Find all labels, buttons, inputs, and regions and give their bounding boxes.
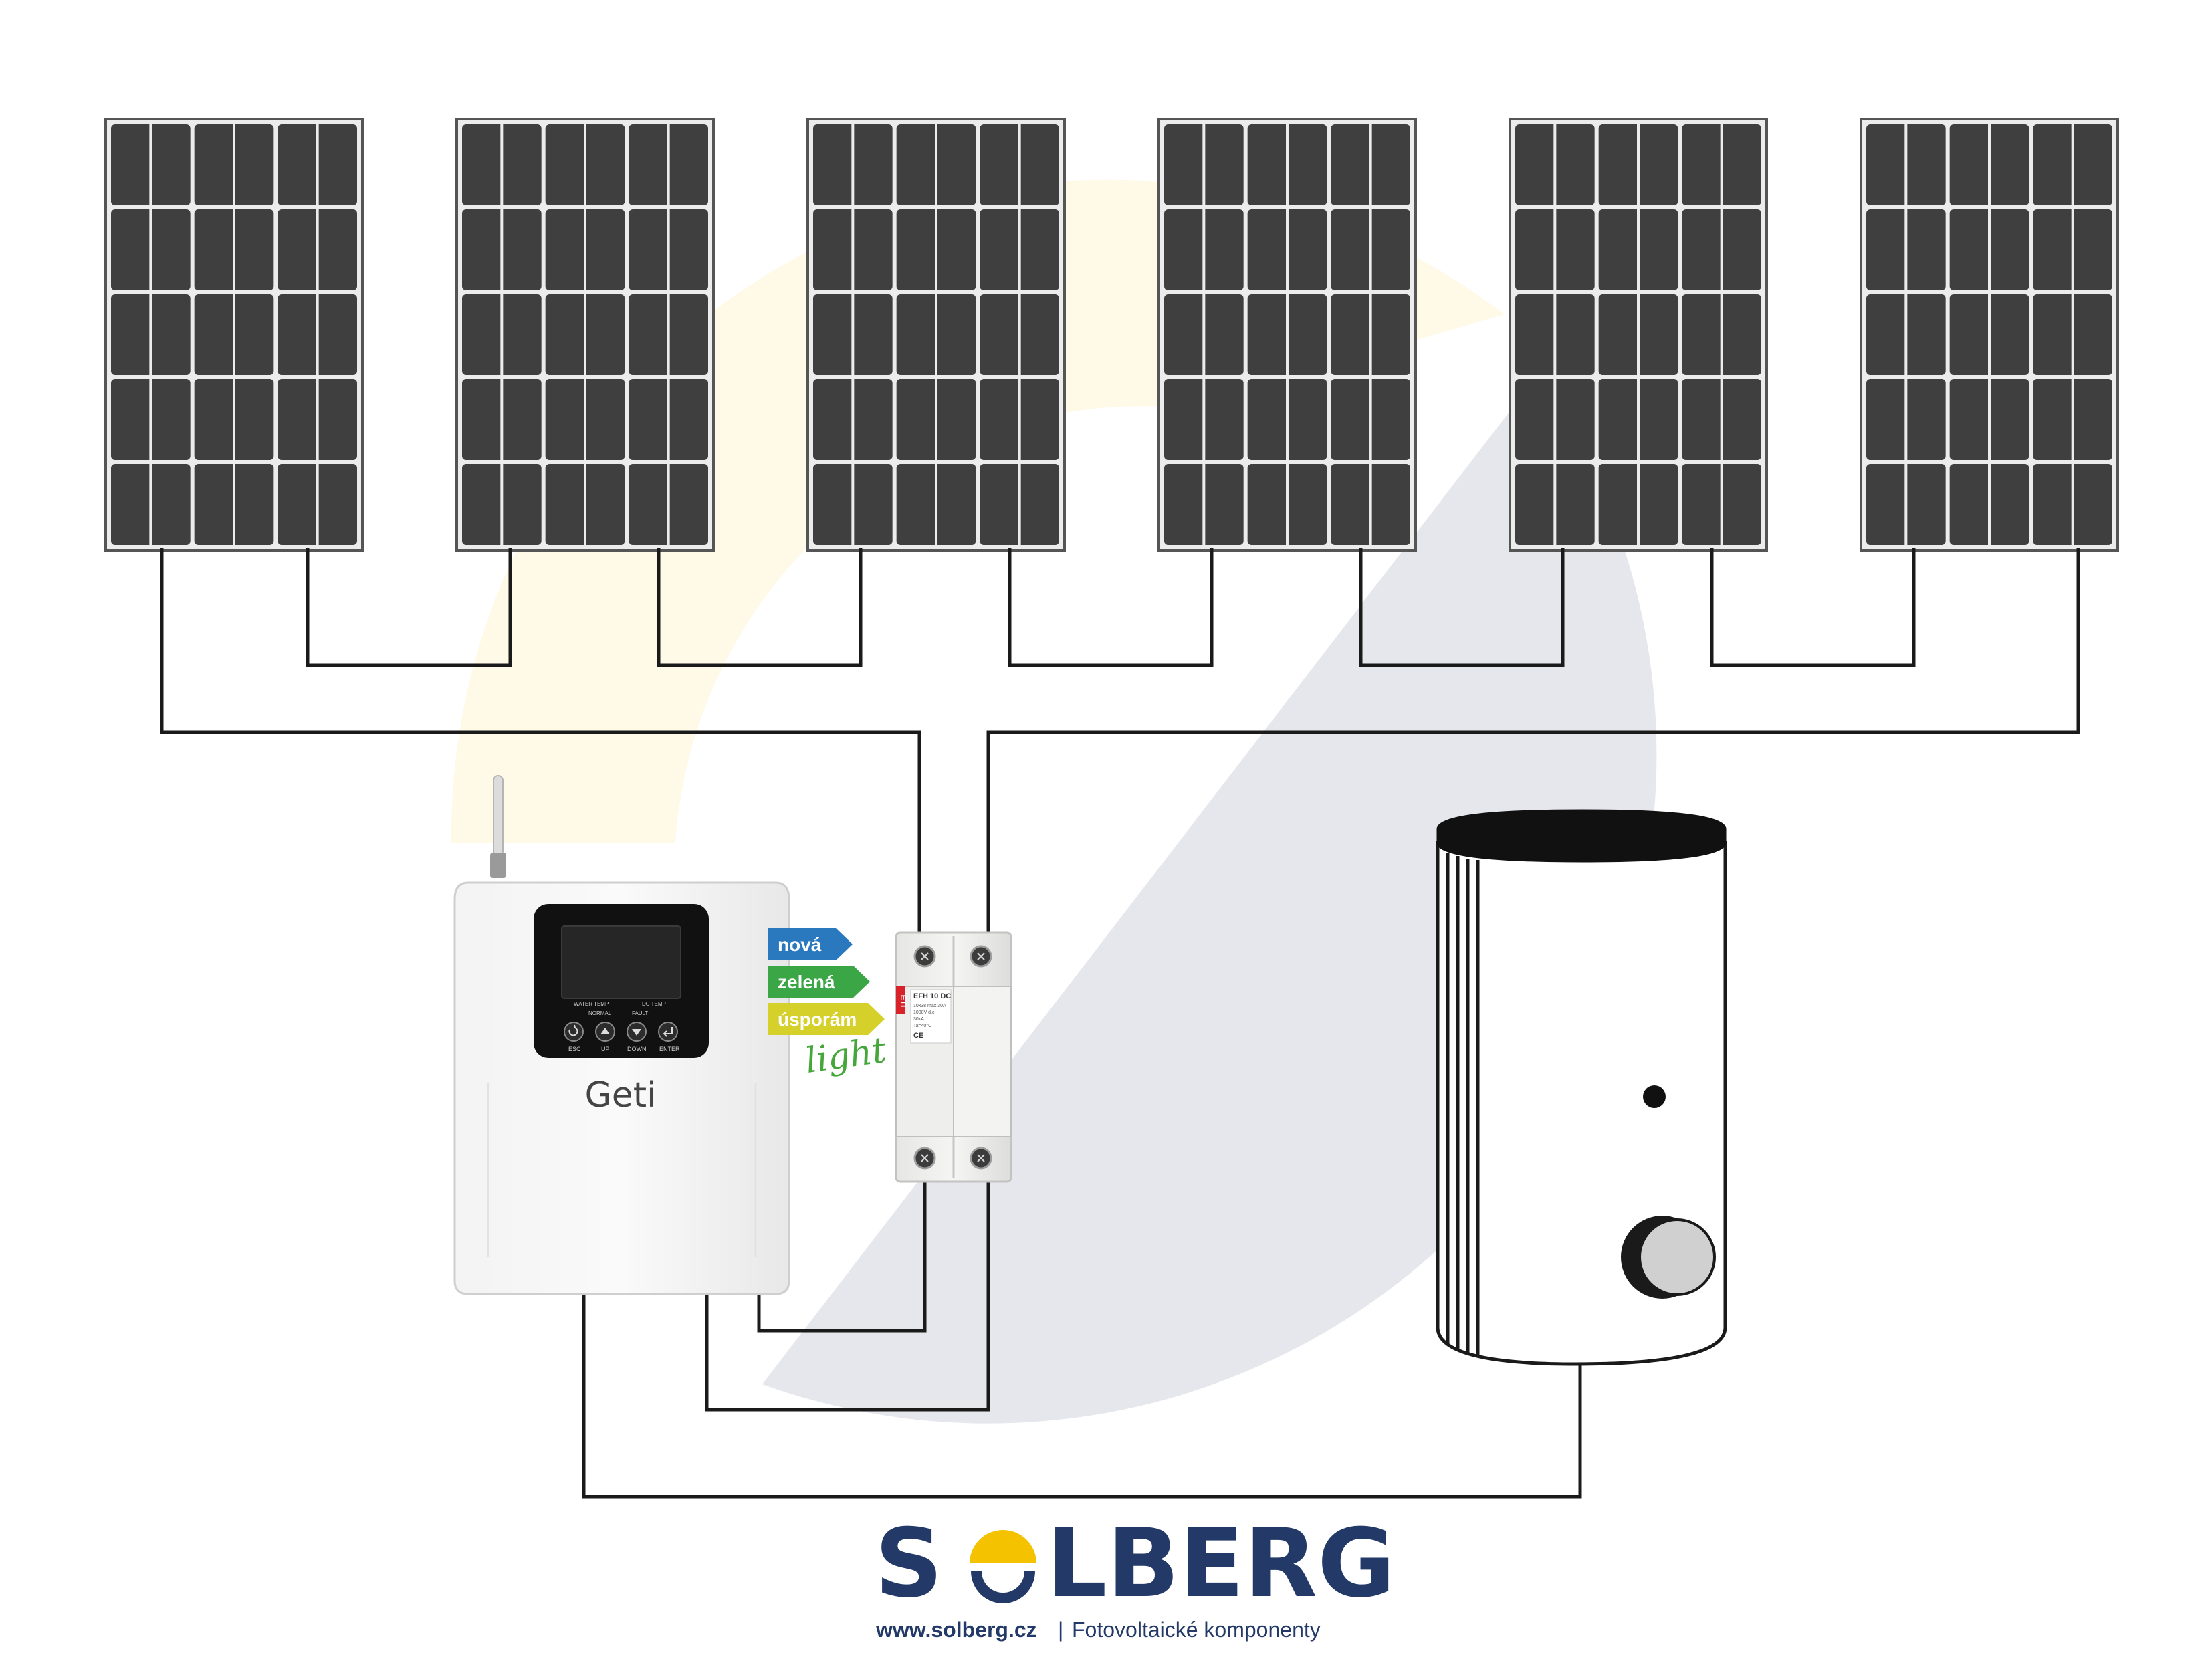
eti-logo-strip	[896, 986, 905, 1014]
solar-panel-5	[1509, 118, 1768, 552]
geti-brand: Geti	[584, 1075, 656, 1115]
solar-panel-4	[1157, 118, 1417, 552]
esc-label: ESC	[568, 1046, 581, 1053]
badge-line-usporam: úsporám	[778, 1009, 857, 1030]
logo-letter-s: S	[875, 1509, 943, 1619]
fuse-spec-4: Ta=40°C	[913, 1023, 931, 1028]
fuse-to-controller-2	[705, 1180, 990, 1412]
badge-arrow-yellow	[768, 1003, 885, 1035]
fuse-to-controller-1	[757, 1180, 927, 1333]
logo-separator: |	[1058, 1618, 1063, 1642]
fuse-label	[910, 989, 952, 1044]
up-arrow-icon	[600, 1028, 610, 1034]
tank-lid	[1436, 809, 1727, 863]
badge-tagline-light: light	[803, 1030, 889, 1081]
fuse-spec-1: 10x38 max.30A	[913, 1004, 946, 1008]
solar-panel-6	[1860, 118, 2119, 552]
enter-label: ENTER	[659, 1046, 680, 1053]
string-positive-lead	[986, 548, 2080, 933]
enter-icon	[663, 1027, 673, 1037]
series-link-1-2	[306, 548, 512, 667]
series-link-2-3	[657, 548, 863, 667]
controller-to-boiler	[582, 1294, 1582, 1499]
up-label: UP	[601, 1046, 610, 1053]
tank-side-lines	[1446, 853, 1480, 1356]
antenna-connector	[490, 853, 506, 878]
badge-arrow-green	[768, 966, 870, 998]
eco-badge: nová zelená úsporám light	[768, 928, 889, 1081]
label-normal: NORMAL	[588, 1010, 612, 1016]
down-label: DOWN	[627, 1046, 647, 1053]
enter-button[interactable]	[658, 1022, 678, 1042]
down-arrow-icon	[632, 1029, 641, 1036]
tank-sensor-port	[1643, 1085, 1666, 1108]
geti-controller: WATER TEMP DC TEMP NORMAL FAULT ESC UP D…	[453, 775, 790, 1295]
fuse-spec-2: 1000V d.c.	[913, 1010, 936, 1015]
logo-letters-lberg: LBERG	[1046, 1509, 1396, 1619]
solar-panel-3	[806, 118, 1066, 552]
label-fault: FAULT	[632, 1010, 648, 1016]
water-heater-tank	[1436, 809, 1727, 1366]
logo-url: www.solberg.cz	[875, 1618, 1037, 1642]
controller-buttons: ESC UP DOWN ENTER	[564, 1022, 680, 1053]
fuse-model: EFH 10 DC	[913, 992, 951, 1000]
label-dc-temp: DC TEMP	[642, 1001, 666, 1007]
solberg-logo: S LBERG www.solberg.cz | Fotovoltaické k…	[875, 1509, 1396, 1642]
logo-tagline: Fotovoltaické komponenty	[1072, 1618, 1321, 1642]
series-link-3-4	[1008, 548, 1214, 667]
lcd-screen	[561, 925, 681, 999]
eti-brand: ETI	[899, 995, 908, 1008]
string-negative-lead	[160, 548, 921, 933]
ce-mark: CE	[913, 1032, 923, 1040]
dc-fuse-holder: ETI EFH 10 DC 10x38 max.30A 1000V d.c. 3…	[895, 931, 1012, 1183]
logo-sun-o-icon	[970, 1530, 1036, 1603]
label-water-temp: WATER TEMP	[574, 1001, 609, 1007]
solar-panels-row	[104, 118, 2119, 552]
solar-panel-2	[455, 118, 715, 552]
badge-line-zelena: zelená	[778, 972, 835, 992]
series-link-5-6	[1710, 548, 1916, 667]
badge-arrow-blue	[768, 928, 853, 960]
fuse-carrier-right	[953, 986, 1012, 1137]
solar-panel-1	[104, 118, 364, 552]
esc-icon	[568, 1024, 578, 1036]
wiring	[160, 548, 2080, 1499]
fuse-spec-3: 30kA	[913, 1017, 924, 1022]
antenna	[493, 775, 504, 857]
badge-line-nova: nová	[778, 934, 822, 955]
heating-element-cap	[1638, 1218, 1716, 1296]
esc-button[interactable]	[564, 1022, 584, 1042]
series-link-4-5	[1359, 548, 1565, 667]
